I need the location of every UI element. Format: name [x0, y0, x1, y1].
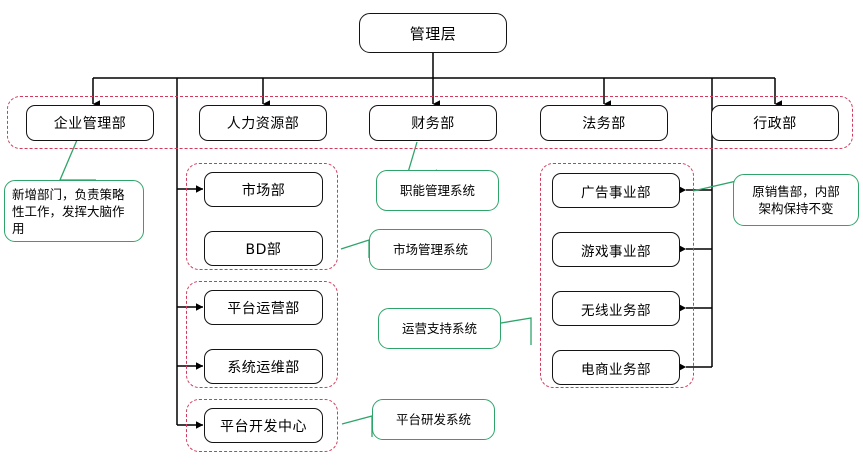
callout-text: 职能管理系统 — [399, 183, 475, 198]
node-management-layer[interactable]: 管理层 — [359, 13, 507, 53]
callout-market-system: 市场管理系统 — [369, 229, 492, 270]
node-system-maintenance-dept[interactable]: 系统运维部 — [204, 349, 323, 384]
callout-text: 原销售部，内部 架构保持不变 — [752, 184, 840, 216]
node-wireless-business-unit[interactable]: 无线业务部 — [552, 291, 680, 326]
group-operations — [186, 281, 338, 388]
node-bd-dept[interactable]: BD部 — [204, 231, 323, 266]
node-label: 企业管理部 — [53, 116, 127, 132]
node-enterprise-management-dept[interactable]: 企业管理部 — [26, 105, 154, 141]
callout-operation-support-system: 运营支持系统 — [378, 308, 501, 349]
node-label: 市场部 — [241, 182, 286, 199]
callout-text: 新增部门，负责策略性工作，发挥大脑作用 — [12, 186, 125, 236]
node-label: 无线业务部 — [581, 302, 651, 319]
callout-text: 运营支持系统 — [401, 321, 477, 336]
node-label: 人力资源部 — [226, 116, 300, 132]
group-market — [186, 163, 338, 270]
node-label: 法务部 — [582, 116, 626, 132]
node-label: 平台开发中心 — [220, 418, 307, 435]
node-advertising-business-unit[interactable]: 广告事业部 — [552, 173, 680, 208]
node-label: BD部 — [245, 241, 282, 258]
node-human-resources-dept[interactable]: 人力资源部 — [199, 105, 327, 141]
node-label: 游戏事业部 — [581, 243, 651, 260]
callout-platform-rd-system: 平台研发系统 — [372, 399, 495, 440]
callout-former-sales: 原销售部，内部 架构保持不变 — [733, 174, 859, 226]
callout-new-department: 新增部门，负责策略性工作，发挥大脑作用 — [4, 180, 144, 242]
node-legal-dept[interactable]: 法务部 — [540, 105, 668, 141]
node-game-business-unit[interactable]: 游戏事业部 — [552, 232, 680, 267]
node-finance-dept[interactable]: 财务部 — [369, 105, 497, 141]
callout-functional-system: 职能管理系统 — [376, 170, 499, 211]
callout-text: 市场管理系统 — [392, 242, 468, 257]
node-label: 广告事业部 — [581, 184, 651, 201]
node-label: 管理层 — [409, 24, 457, 43]
node-label: 系统运维部 — [227, 359, 300, 376]
node-ecommerce-business-unit[interactable]: 电商业务部 — [552, 350, 680, 385]
node-label: 平台运营部 — [227, 300, 300, 317]
node-platform-operations-dept[interactable]: 平台运营部 — [204, 290, 323, 325]
node-label: 电商业务部 — [581, 361, 651, 378]
group-business-units — [540, 163, 694, 388]
node-market-dept[interactable]: 市场部 — [204, 172, 323, 207]
callout-text: 平台研发系统 — [395, 412, 471, 427]
node-administration-dept[interactable]: 行政部 — [711, 105, 839, 141]
node-label: 财务部 — [411, 116, 455, 132]
node-platform-development-center[interactable]: 平台开发中心 — [204, 408, 323, 443]
node-label: 行政部 — [753, 116, 797, 132]
